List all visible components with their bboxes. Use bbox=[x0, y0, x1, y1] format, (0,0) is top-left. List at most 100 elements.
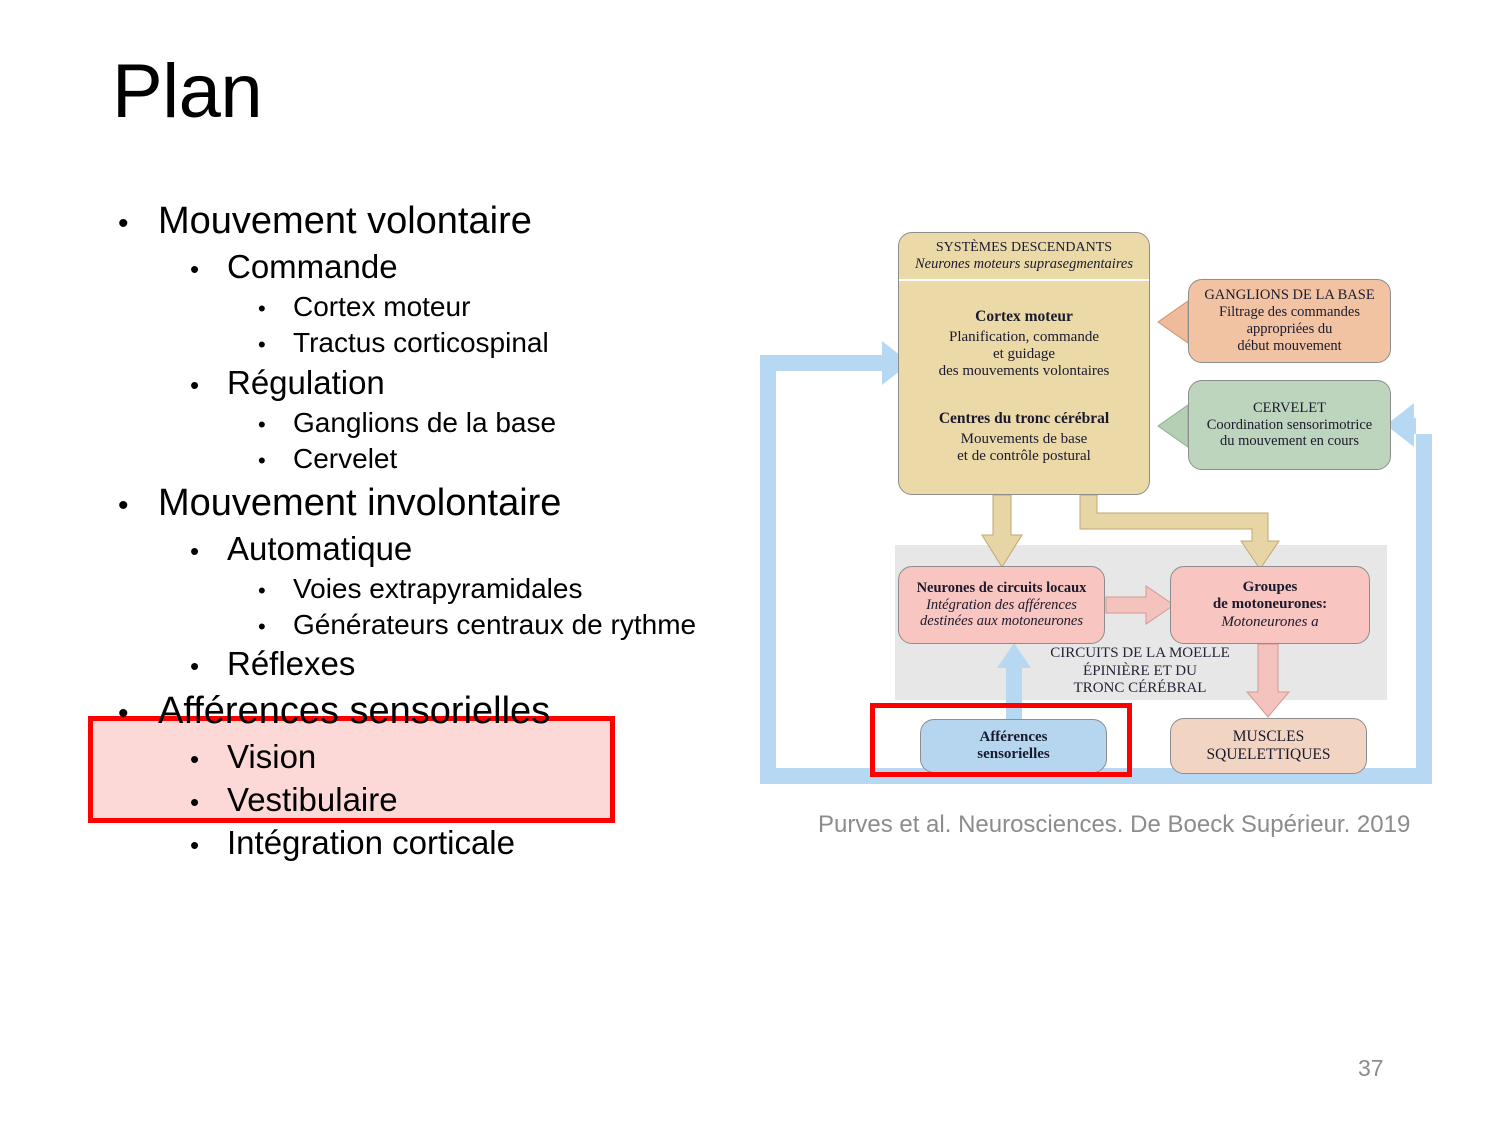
list-item-label: Vision bbox=[227, 738, 317, 776]
motor-cortex-line3: des mouvements volontaires bbox=[938, 363, 1110, 380]
list-item[interactable]: • Voies extrapyramidales bbox=[100, 571, 790, 607]
bullet-icon: • bbox=[258, 411, 266, 437]
figure-caption: Purves et al. Neurosciences. De Boeck Su… bbox=[818, 811, 1411, 838]
brainstem-centers-line2: et de contrôle postural bbox=[957, 448, 1091, 465]
bullet-icon: • bbox=[190, 830, 200, 861]
basal-ganglia-line3: début mouvement bbox=[1237, 337, 1342, 354]
list-item[interactable]: • Automatique bbox=[100, 528, 790, 571]
list-item-label: Mouvement volontaire bbox=[158, 200, 532, 242]
sensory-afferents-line1: Afférences bbox=[979, 728, 1048, 745]
list-item-label: Voies extrapyramidales bbox=[293, 572, 583, 604]
outline-list: • Mouvement volontaire • Commande • Cort… bbox=[100, 196, 790, 865]
brainstem-centers-block: Centres du tronc cérébral Mouvements de … bbox=[905, 410, 1143, 466]
brainstem-centers-line1: Mouvements de base bbox=[960, 430, 1088, 447]
list-item[interactable]: • Vestibulaire bbox=[100, 779, 790, 822]
bullet-icon: • bbox=[258, 577, 266, 603]
list-item-label: Vestibulaire bbox=[227, 781, 398, 819]
list-item-label: Ganglions de la base bbox=[293, 406, 557, 438]
list-item[interactable]: • Tractus corticospinal bbox=[100, 325, 790, 361]
list-item[interactable]: • Ganglions de la base bbox=[100, 405, 790, 441]
cerebellum-title: CERVELET bbox=[1253, 399, 1326, 416]
list-item-label: Afférences sensorielles bbox=[158, 690, 551, 733]
list-item-label: Tractus corticospinal bbox=[293, 327, 549, 359]
list-item[interactable]: • Cervelet bbox=[100, 441, 790, 477]
descending-systems-subtitle: Neurones moteurs suprasegmentaires bbox=[914, 256, 1134, 273]
skeletal-muscles-line1: MUSCLES bbox=[1232, 728, 1305, 746]
local-circuit-title: Neurones de circuits locaux bbox=[916, 579, 1087, 596]
afferences-to-local-circuits-arrow bbox=[997, 643, 1031, 775]
feedback-loop-left-arrow bbox=[760, 341, 910, 775]
feedback-loop-right-arrow bbox=[1386, 403, 1432, 775]
spinal-label-line1: CIRCUITS DE LA MOELLE bbox=[1050, 645, 1230, 661]
motoneuron-pools-box[interactable]: Groupes de motoneurones: Motoneurones a bbox=[1170, 566, 1370, 644]
sensory-afferents-line2: sensorielles bbox=[977, 746, 1050, 762]
bullet-icon: • bbox=[190, 651, 200, 682]
ganglions-to-cortex-arrow bbox=[1157, 300, 1189, 344]
list-item-vision[interactable]: • Vision bbox=[100, 736, 790, 779]
diagram-highlight-box bbox=[870, 703, 1132, 777]
list-item-label: Réflexes bbox=[227, 645, 356, 683]
descending-systems-header: SYSTÈMES DESCENDANTS Neurones moteurs su… bbox=[899, 233, 1149, 282]
motor-cortex-line2: et guidage bbox=[992, 345, 1056, 362]
bullet-icon: • bbox=[258, 613, 266, 639]
list-item[interactable]: • Cortex moteur bbox=[100, 289, 790, 325]
list-item-label: Automatique bbox=[227, 529, 413, 567]
list-highlight-box bbox=[88, 716, 615, 823]
list-item[interactable]: • Mouvement volontaire bbox=[100, 196, 790, 246]
list-item-label: Régulation bbox=[227, 363, 385, 401]
cerebellum-box[interactable]: CERVELET Coordination sensorimotrice du … bbox=[1188, 380, 1391, 470]
bullet-icon: • bbox=[258, 448, 266, 474]
local-circuit-neurons-box[interactable]: Neurones de circuits locaux Intégration … bbox=[898, 566, 1105, 644]
descending-systems-title: SYSTÈMES DESCENDANTS bbox=[935, 240, 1113, 255]
page-number: 37 bbox=[1358, 1055, 1384, 1081]
descending-systems-body: Cortex moteur Planification, commande et… bbox=[899, 281, 1149, 494]
list-item[interactable]: • Intégration corticale bbox=[100, 822, 790, 865]
list-item[interactable]: • Régulation bbox=[100, 362, 790, 405]
list-item[interactable]: • Réflexes bbox=[100, 643, 790, 686]
list-item-label: Mouvement involontaire bbox=[158, 481, 562, 524]
local-circuit-line2: destinées aux motoneurones bbox=[920, 613, 1083, 630]
basal-ganglia-line2: appropriées du bbox=[1246, 321, 1333, 337]
bullet-icon: • bbox=[190, 369, 200, 400]
list-item-label: Cervelet bbox=[293, 443, 398, 475]
skeletal-muscles-box[interactable]: MUSCLES SQUELETTIQUES bbox=[1170, 718, 1367, 774]
motor-control-diagram: SYSTÈMES DESCENDANTS Neurones moteurs su… bbox=[750, 215, 1450, 805]
brainstem-centers-title: Centres du tronc cérébral bbox=[938, 409, 1110, 427]
list-item-afferences-sensorielles[interactable]: • Afférences sensorielles bbox=[100, 686, 790, 736]
motor-cortex-block: Cortex moteur Planification, commande et… bbox=[905, 308, 1143, 381]
list-item[interactable]: • Commande bbox=[100, 246, 790, 289]
list-item[interactable]: • Générateurs centraux de rythme bbox=[100, 607, 790, 643]
list-item-label: Générateurs centraux de rythme bbox=[293, 608, 697, 640]
motoneurons-to-muscles-arrow bbox=[1245, 643, 1291, 718]
bullet-icon: • bbox=[118, 207, 129, 240]
bullet-icon: • bbox=[190, 535, 200, 566]
local-to-motoneurons-arrow bbox=[1105, 585, 1175, 625]
basal-ganglia-title: GANGLIONS DE LA BASE bbox=[1204, 287, 1375, 304]
descending-systems-box[interactable]: SYSTÈMES DESCENDANTS Neurones moteurs su… bbox=[898, 232, 1150, 495]
bullet-icon: • bbox=[258, 332, 266, 358]
skeletal-muscles-line2: SQUELETTIQUES bbox=[1206, 746, 1331, 763]
descending-to-motoneurons-arrow bbox=[1079, 494, 1280, 570]
bullet-icon: • bbox=[190, 254, 200, 285]
page-title: Plan bbox=[112, 49, 263, 134]
descending-to-local-circuits-arrow bbox=[981, 494, 1023, 568]
bullet-icon: • bbox=[258, 296, 266, 322]
motoneuron-line2: de motoneurones: bbox=[1212, 596, 1328, 613]
list-item[interactable]: • Mouvement involontaire bbox=[100, 478, 790, 528]
spinal-label-line3: TRONC CÉRÉBRAL bbox=[1073, 680, 1207, 697]
local-circuit-line1: Intégration des afférences bbox=[926, 596, 1077, 613]
spinal-circuits-label: CIRCUITS DE LA MOELLE ÉPINIÈRE ET DU TRO… bbox=[1010, 645, 1270, 698]
basal-ganglia-box[interactable]: GANGLIONS DE LA BASE Filtrage des comman… bbox=[1188, 279, 1391, 363]
bullet-icon: • bbox=[118, 697, 129, 731]
list-item-label: Cortex moteur bbox=[293, 291, 471, 323]
motoneuron-line3: Motoneurones a bbox=[1221, 613, 1319, 630]
cerebellum-line2: du mouvement en cours bbox=[1220, 433, 1359, 450]
motoneuron-line1: Groupes bbox=[1242, 578, 1298, 595]
bullet-icon: • bbox=[190, 744, 200, 775]
cervelet-to-brainstem-arrow bbox=[1157, 404, 1189, 448]
spinal-label-line2: ÉPINIÈRE ET DU bbox=[1083, 662, 1197, 679]
motor-cortex-line1: Planification, commande bbox=[949, 328, 1099, 345]
bullet-icon: • bbox=[190, 787, 200, 818]
basal-ganglia-line1: Filtrage des commandes bbox=[1219, 304, 1360, 321]
motor-cortex-title: Cortex moteur bbox=[975, 307, 1073, 325]
